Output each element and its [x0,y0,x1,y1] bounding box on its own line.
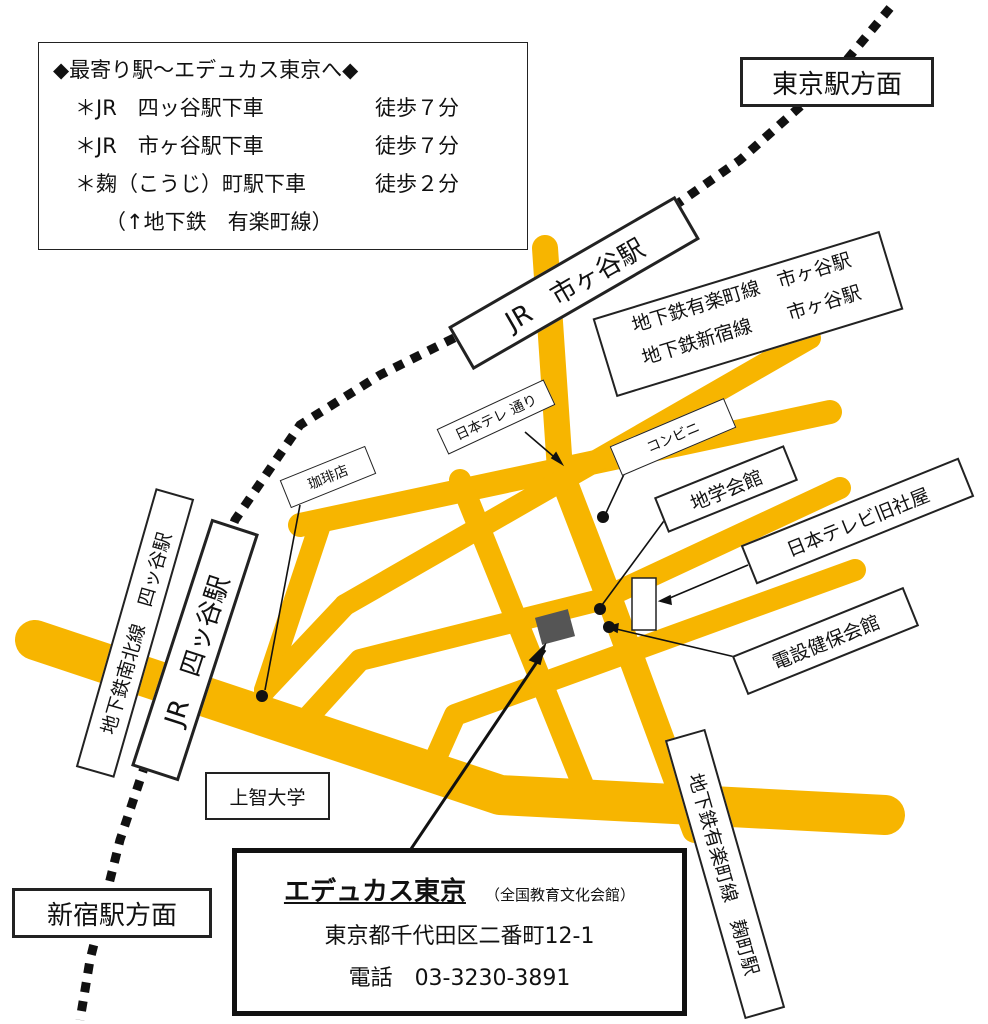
jr-rail-line [75,5,894,1021]
densetsu-dot [603,621,615,633]
access-info-box: ◆最寄り駅〜エデュカス東京へ◆ ＊JR 四ッ谷駅下車徒歩７分 ＊JR 市ヶ谷駅下… [38,42,528,250]
destination-arrowhead [528,642,547,666]
road-street-6 [424,559,866,771]
destination-info-box: エデュカス東京 （全国教育文化会館） 東京都千代田区二番町12-1 電話 03-… [232,848,687,1016]
shinjuku-direction-label: 新宿駅方面 [12,888,212,938]
access-note: （↑地下鉄 有楽町線） [105,210,333,234]
road-street-4 [254,594,356,701]
access-row-name: ＊JR 四ッ谷駅下車 [75,96,264,120]
road-street-3 [334,327,821,616]
road-ntv-street [532,235,708,843]
road-cross-1 [449,469,596,801]
tokyo-direction-label: 東京駅方面 [740,57,934,107]
poi-dots [256,511,615,702]
ntv-old-building [631,577,657,631]
cafe-dot [256,690,268,702]
sophia-university-label: 上智大学 [205,772,330,820]
destination-building[interactable] [534,609,576,645]
access-row-name: ＊JR 市ヶ谷駅下車 [75,134,264,158]
destination-name: エデュカス東京 [283,877,466,907]
access-row-time: 徒歩７分 [375,134,459,158]
road-street-5 [299,477,851,726]
destination-subname: （全国教育文化会館） [485,886,636,904]
jr-rail-track [75,5,894,1021]
road-street-2 [254,514,331,701]
access-title: ◆最寄り駅〜エデュカス東京へ◆ [53,58,359,82]
access-row-time: 徒歩２分 [375,172,459,196]
chigaku-dot [594,603,606,615]
destination-address: 東京都千代田区二番町12-1 [324,924,595,949]
access-row-time: 徒歩７分 [375,96,459,120]
access-row-name: ＊麹（こうじ）町駅下車 [75,172,306,196]
destination-phone[interactable]: 電話 03-3230-3891 [348,966,571,991]
conbini-dot [597,511,609,523]
road-network [15,235,905,843]
